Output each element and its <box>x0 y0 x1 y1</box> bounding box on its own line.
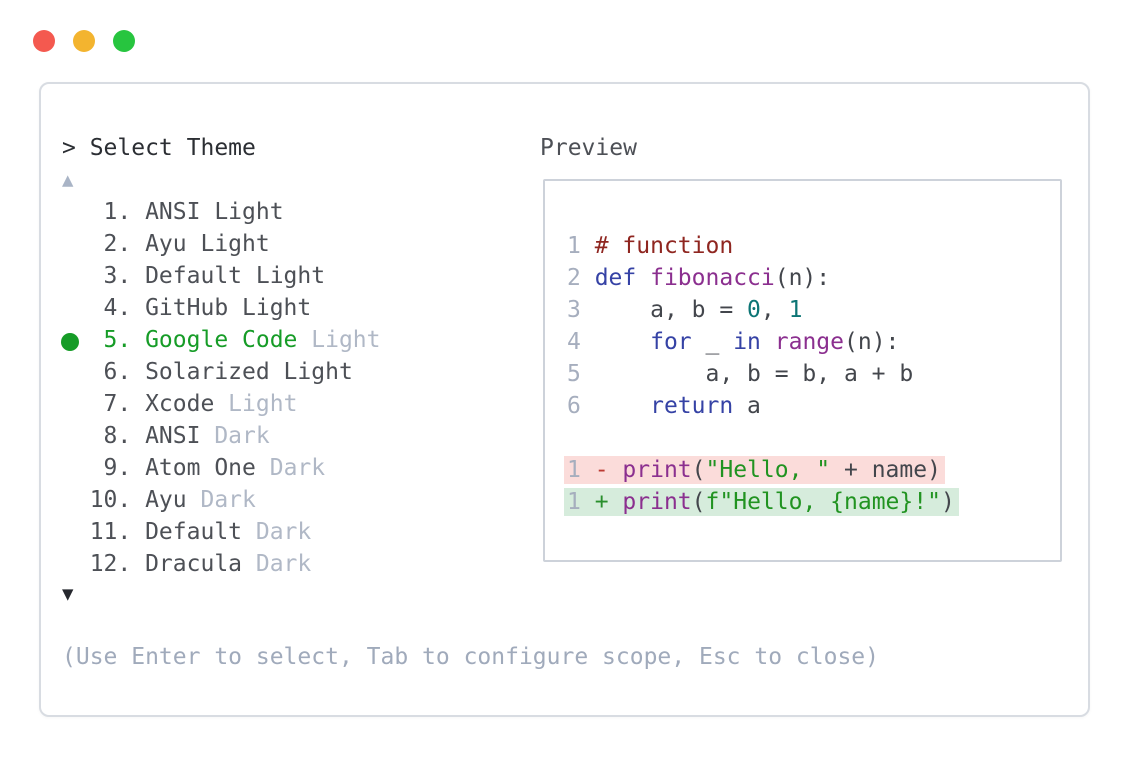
line-number: 1 <box>567 457 595 483</box>
code-line: 3 a, b = 0, 1 <box>567 297 803 323</box>
theme-item-1[interactable]: 1. ANSI Light <box>62 196 381 228</box>
theme-item-4[interactable]: 4. GitHub Light <box>62 292 381 324</box>
help-text: (Use Enter to select, Tab to configure s… <box>62 644 879 670</box>
line-number: 4 <box>567 329 595 355</box>
close-button[interactable] <box>33 30 55 52</box>
maximize-button[interactable] <box>113 30 135 52</box>
window-controls <box>33 30 135 52</box>
theme-item-label: 9. Atom One <box>62 455 256 481</box>
theme-item-label: 2. Ayu Light <box>62 231 270 257</box>
theme-item-variant: Dark <box>255 455 326 481</box>
theme-item-10[interactable]: 10. Ayu Dark <box>62 484 381 516</box>
theme-item-12[interactable]: 12. Dracula Dark <box>62 548 381 580</box>
theme-item-label: 11. Default <box>62 519 243 545</box>
theme-item-label: 3. Default Light <box>62 263 326 289</box>
line-number: 1 <box>567 489 595 515</box>
theme-item-6[interactable]: 6. Solarized Light <box>62 356 381 388</box>
theme-item-variant: Dark <box>186 487 256 513</box>
theme-item-label: 7. Xcode <box>62 391 215 417</box>
theme-item-label: 12. Dracula <box>62 551 243 577</box>
theme-item-5[interactable]: 5. Google Code Light <box>62 324 381 356</box>
scroll-up-icon[interactable]: ▲ <box>62 169 74 191</box>
diff-line-removed: 1 - print("Hello, " + name) <box>564 454 959 486</box>
minimize-button[interactable] <box>73 30 95 52</box>
theme-item-variant: Dark <box>242 519 312 545</box>
code-line: 5 a, b = b, a + b <box>567 361 914 387</box>
theme-item-label: 4. GitHub Light <box>62 295 312 321</box>
line-number: 5 <box>567 361 595 387</box>
theme-item-label: 10. Ayu <box>62 487 187 513</box>
theme-item-11[interactable]: 11. Default Dark <box>62 516 381 548</box>
code-line: 4 for _ in range(n): <box>567 329 900 355</box>
theme-item-label: 1. ANSI Light <box>62 199 284 225</box>
theme-item-9[interactable]: 9. Atom One Dark <box>62 452 381 484</box>
theme-picker-window: > Select Theme ▲ 1. ANSI Light 2. Ayu Li… <box>39 82 1090 717</box>
theme-item-variant: Dark <box>200 423 270 449</box>
code-line: 2 def fibonacci(n): <box>567 265 831 291</box>
theme-item-8[interactable]: 8. ANSI Dark <box>62 420 381 452</box>
theme-list: 1. ANSI Light 2. Ayu Light 3. Default Li… <box>62 196 381 580</box>
theme-item-variant: Dark <box>242 551 312 577</box>
theme-item-3[interactable]: 3. Default Light <box>62 260 381 292</box>
code-line <box>567 422 959 454</box>
prompt-line: > Select Theme <box>62 135 256 161</box>
line-number: 1 <box>567 233 595 259</box>
theme-item-label: 5. Google Code <box>62 327 298 353</box>
theme-item-label: 6. Solarized Light <box>62 359 353 385</box>
line-number: 6 <box>567 393 595 419</box>
preview-label: Preview <box>540 135 637 161</box>
line-number: 3 <box>567 297 595 323</box>
code-line: 1 # function <box>567 233 734 259</box>
theme-item-label: 8. ANSI <box>62 423 201 449</box>
diff-line-added: 1 + print(f"Hello, {name}!") <box>564 486 959 518</box>
theme-item-7[interactable]: 7. Xcode Light <box>62 388 381 420</box>
theme-item-variant: Light <box>297 327 381 353</box>
preview-box: 1 # function 2 def fibonacci(n): 3 a, b = … <box>543 179 1062 562</box>
scroll-down-icon[interactable]: ▼ <box>62 583 74 605</box>
theme-item-2[interactable]: 2. Ayu Light <box>62 228 381 260</box>
code-line: 6 return a <box>567 393 761 419</box>
selected-item-bullet-icon <box>61 333 79 351</box>
theme-item-variant: Light <box>214 391 298 417</box>
preview-code: 1 # function 2 def fibonacci(n): 3 a, b = … <box>564 230 959 518</box>
line-number: 2 <box>567 265 595 291</box>
